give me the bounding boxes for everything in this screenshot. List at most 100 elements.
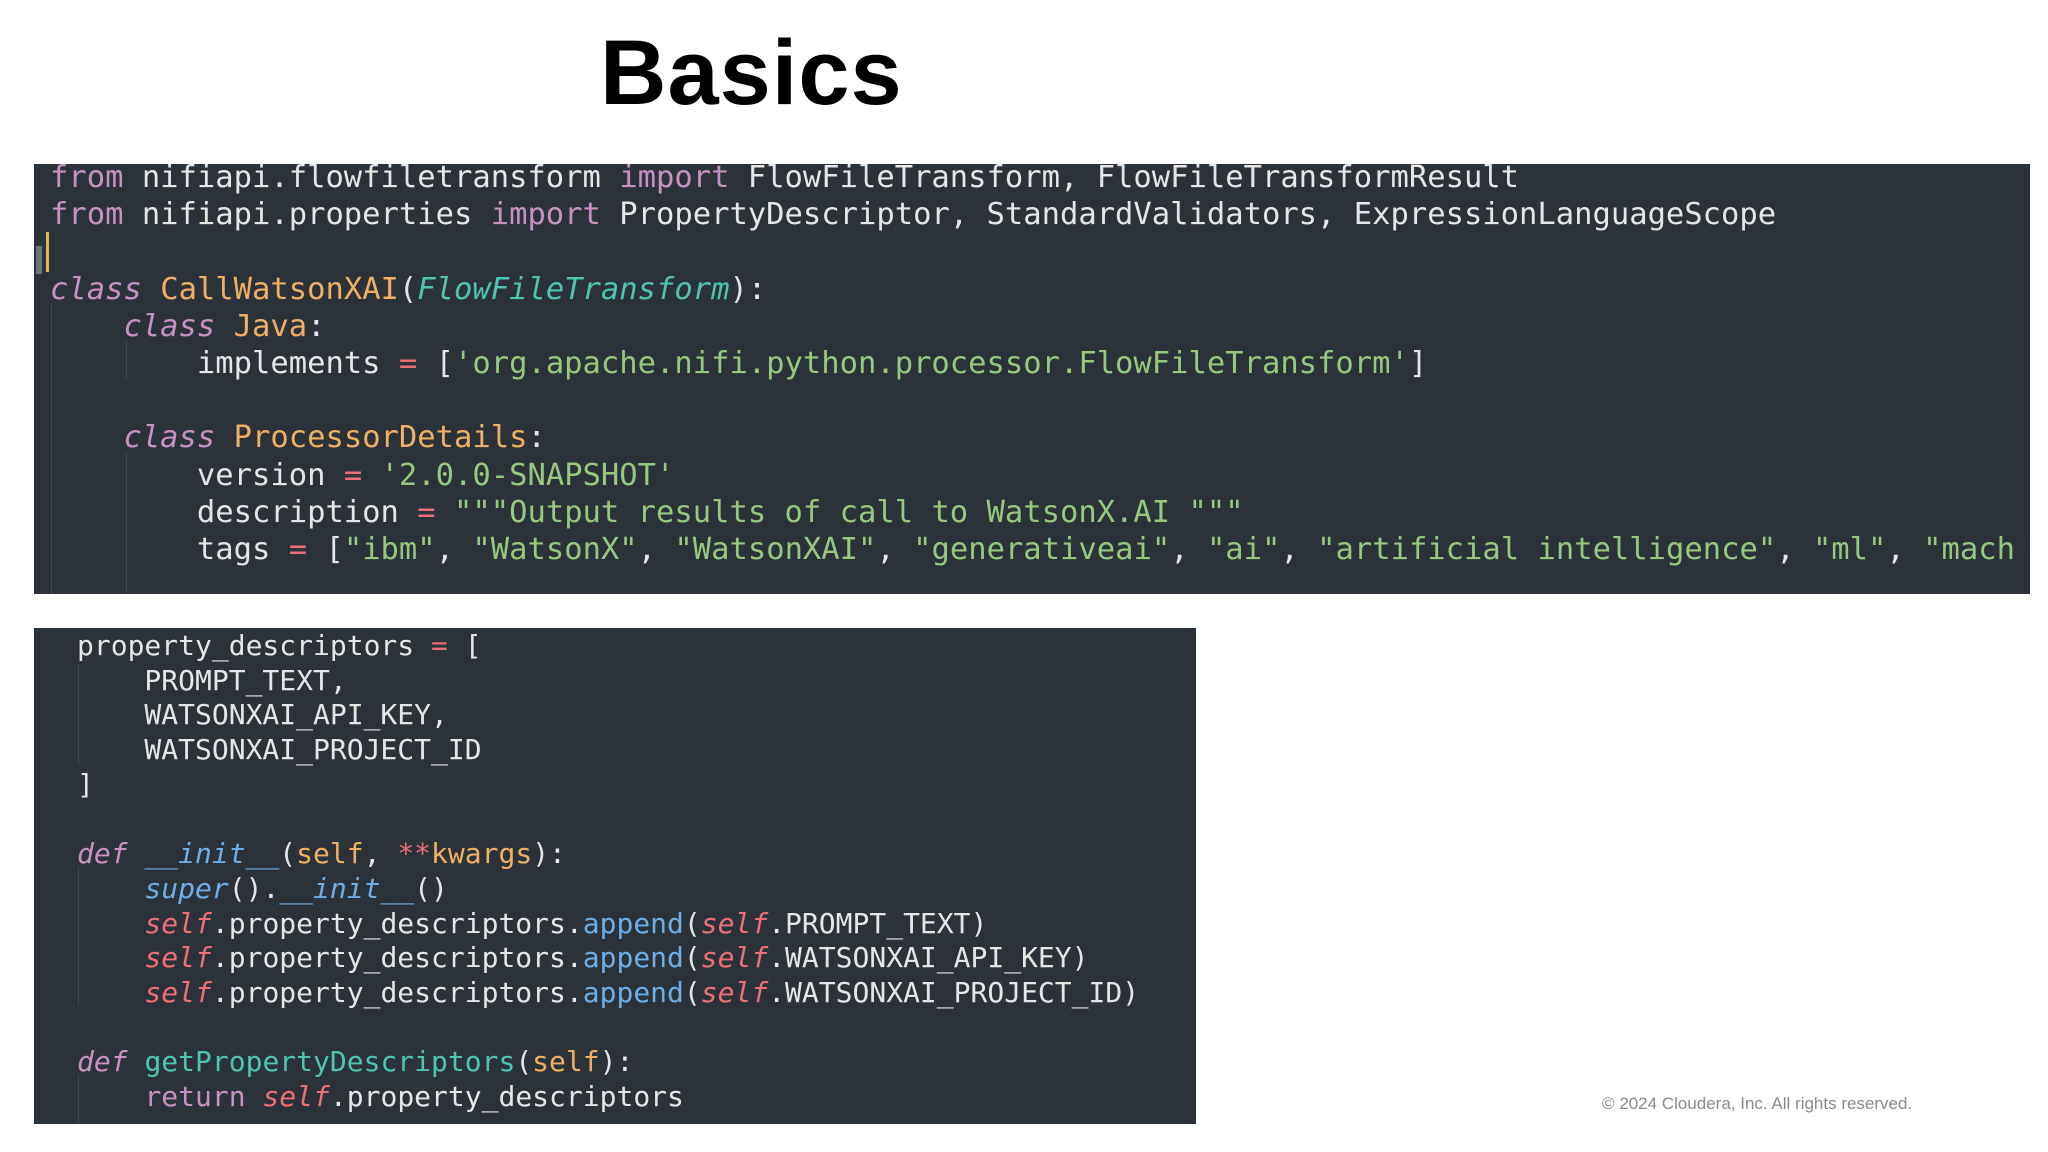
code-token: .WATSONXAI_PROJECT_ID): [768, 976, 1140, 1010]
code-token: import: [490, 197, 601, 233]
code-token: FlowFileTransform, FlowFileTransformResu…: [729, 164, 1520, 195]
code-token: ,: [435, 532, 473, 568]
code-token: =: [417, 494, 436, 530]
code-token: [246, 1080, 263, 1113]
code-token: __init__: [279, 871, 415, 905]
code-token: **: [397, 837, 432, 871]
code-token: [128, 837, 145, 870]
code-text: property_descriptors = [ PROMPT_TEXT, WA…: [34, 629, 1196, 1115]
code-line: [77, 803, 1196, 838]
code-block-init-methods: property_descriptors = [ PROMPT_TEXT, WA…: [34, 628, 1196, 1124]
code-token: (: [515, 1045, 533, 1079]
code-token: ]: [77, 767, 94, 801]
code-token: ProcessorDetails: [233, 420, 528, 456]
code-token: [77, 872, 144, 905]
slide-title: Basics: [600, 22, 903, 124]
code-token: "ibm": [343, 532, 436, 568]
code-line: description = """Output results of call …: [50, 494, 2030, 531]
code-token: class: [123, 308, 216, 344]
code-token: ,: [1170, 532, 1207, 568]
code-token: Java: [233, 308, 308, 344]
code-line: ]: [77, 768, 1196, 803]
code-token: .WATSONXAI_API_KEY): [768, 941, 1089, 975]
code-token: kwargs: [431, 837, 533, 871]
code-token: self: [262, 1080, 330, 1114]
code-token: ):: [599, 1045, 634, 1079]
code-line: class Java:: [50, 308, 2030, 345]
code-token: =: [431, 629, 448, 662]
code-token: PROMPT_TEXT,: [77, 663, 347, 697]
code-line: property_descriptors = [: [77, 629, 1196, 664]
code-token: import: [619, 164, 730, 195]
code-token: "WatsonX": [472, 532, 638, 568]
code-token: [77, 976, 144, 1009]
code-token: [215, 309, 233, 344]
code-token: [50, 420, 123, 455]
code-token: def: [77, 837, 128, 871]
code-token: self: [700, 976, 769, 1010]
code-token: CallWatsonXAI: [160, 271, 399, 307]
code-token: self: [532, 1045, 600, 1079]
code-line: class CallWatsonXAI(FlowFileTransform):: [50, 271, 2030, 308]
code-token: [77, 907, 144, 940]
code-line: version = '2.0.0-SNAPSHOT': [50, 457, 2030, 494]
code-token: def: [77, 1045, 128, 1079]
code-token: [362, 458, 380, 493]
code-token: PropertyDescriptor, StandardValidators, …: [600, 197, 1777, 233]
code-token: ,: [637, 532, 675, 568]
code-token: .property_descriptors.: [211, 906, 583, 940]
code-token: [128, 1045, 145, 1078]
code-line: WATSONXAI_PROJECT_ID: [77, 733, 1196, 768]
code-line: super().__init__(): [77, 872, 1196, 907]
code-token: "mach: [1923, 532, 2015, 568]
code-token: :: [307, 308, 326, 344]
code-token: 'org.apache.nifi.python.processor.FlowFi…: [454, 346, 1409, 382]
indent-guide: [126, 452, 127, 594]
gutter-marker: [36, 246, 42, 274]
code-token: WATSONXAI_API_KEY,: [77, 698, 448, 732]
code-line: PROMPT_TEXT,: [77, 664, 1196, 699]
code-line: self.property_descriptors.append(self.WA…: [77, 976, 1196, 1011]
indent-guide: [78, 866, 79, 1006]
code-token: getPropertyDescriptors: [144, 1045, 516, 1079]
code-line: [77, 1011, 1196, 1046]
code-token: ,: [1886, 532, 1924, 568]
code-token: "artificial intelligence": [1317, 532, 1777, 568]
code-token: (: [398, 271, 418, 307]
code-token: (: [683, 941, 701, 975]
code-token: =: [398, 346, 418, 382]
code-block-processor-class: from nifiapi.flowfiletransform import Fl…: [34, 164, 2030, 594]
code-token: =: [343, 457, 363, 493]
code-token: .property_descriptors: [329, 1080, 684, 1114]
code-token: =: [288, 532, 308, 568]
code-token: append: [582, 906, 684, 940]
code-token: ,: [1776, 532, 1813, 568]
code-token: self: [144, 906, 212, 940]
code-token: [: [447, 629, 482, 662]
code-token: .property_descriptors.: [211, 976, 583, 1010]
code-token: append: [582, 976, 684, 1010]
code-token: ,: [1280, 532, 1318, 568]
code-token: '2.0.0-SNAPSHOT': [380, 457, 675, 493]
code-token: self: [144, 941, 212, 975]
code-token: (: [683, 976, 701, 1010]
code-token: FlowFileTransform: [417, 271, 730, 307]
code-token: implements: [50, 346, 399, 382]
indent-guide: [78, 1074, 79, 1124]
code-token: [: [417, 346, 454, 382]
code-token: """Output results of call to WatsonX.AI …: [454, 494, 1244, 530]
code-line: WATSONXAI_API_KEY,: [77, 698, 1196, 733]
code-line: def __init__(self, **kwargs):: [77, 837, 1196, 872]
code-token: [436, 495, 454, 530]
code-token: .PROMPT_TEXT): [768, 906, 988, 940]
code-token: [77, 1080, 144, 1113]
code-token: (: [683, 906, 701, 940]
code-token: return: [144, 1080, 246, 1114]
copyright-notice: © 2024 Cloudera, Inc. All rights reserve…: [1602, 1094, 1913, 1113]
code-token: version: [50, 457, 344, 493]
code-line: from nifiapi.flowfiletransform import Fl…: [50, 164, 2030, 196]
indent-guide: [126, 340, 127, 380]
code-line: [50, 233, 2030, 270]
code-token: .property_descriptors.: [211, 941, 583, 975]
code-token: from: [50, 164, 124, 195]
